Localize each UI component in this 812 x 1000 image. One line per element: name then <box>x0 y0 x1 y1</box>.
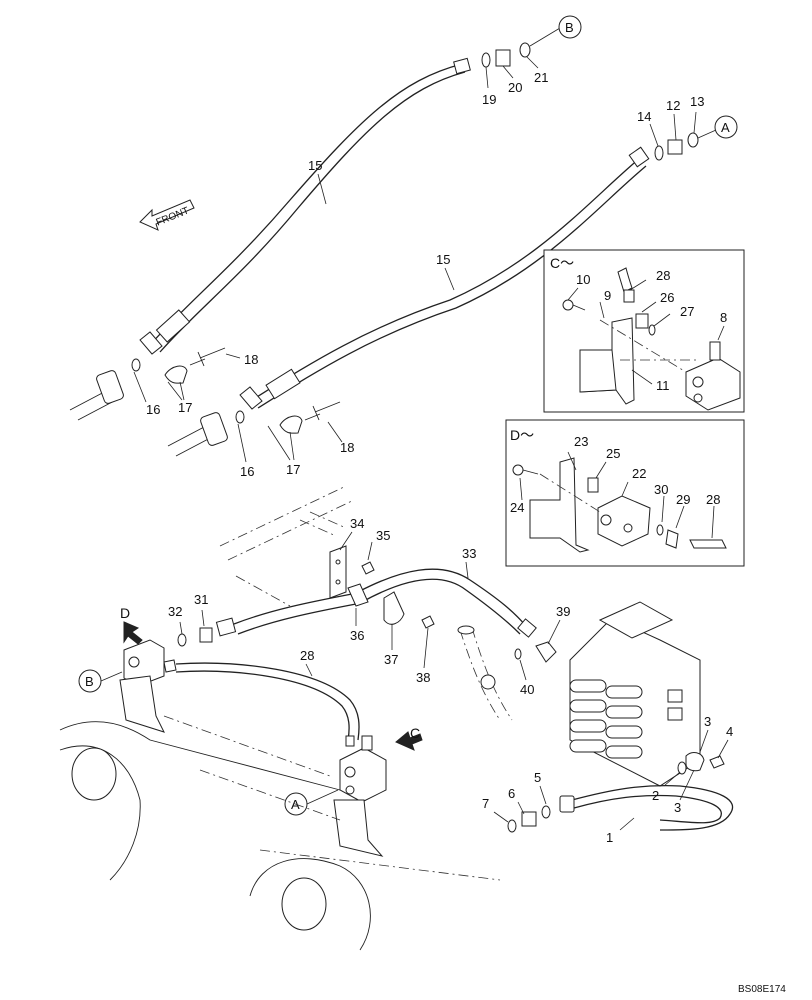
label-35: 35 <box>376 528 390 543</box>
inset-c-label-8: 8 <box>720 310 727 325</box>
label-31: 31 <box>194 592 208 607</box>
inset-d-label-30: 30 <box>654 482 668 497</box>
label-39: 39 <box>556 604 570 619</box>
label-5: 5 <box>534 770 541 785</box>
label-1: 1 <box>606 830 613 845</box>
label-18-lower: 18 <box>340 440 354 455</box>
inset-c-label-11: 11 <box>656 378 670 393</box>
label-16-lower: 16 <box>240 464 254 479</box>
fittings-b-top: B <box>481 15 582 89</box>
fittings-bottom <box>493 729 733 833</box>
inset-d-label-25: 25 <box>606 446 620 461</box>
inset-d-label-28: 28 <box>706 492 720 507</box>
label-36: 36 <box>350 628 364 643</box>
label-19: 19 <box>482 92 496 107</box>
inset-c-label-26: 26 <box>660 290 674 305</box>
label-38: 38 <box>416 670 430 685</box>
inset-c-label-9: 9 <box>604 288 611 303</box>
drawing-code: BS08E174 <box>738 984 786 995</box>
hose-15-lower <box>239 146 650 410</box>
hose-33 <box>357 561 537 638</box>
inset-d-label-22: 22 <box>632 466 646 481</box>
inset-c-label-10: 10 <box>576 272 590 287</box>
hose-28 <box>175 662 360 741</box>
svg-text:B: B <box>85 674 94 689</box>
clamp-37 <box>383 591 435 669</box>
label-13: 13 <box>690 94 704 109</box>
hose-15-upper <box>139 57 471 355</box>
inset-d-title: D～ <box>510 427 534 443</box>
view-letter-c: C <box>410 725 420 741</box>
label-17-lower: 17 <box>286 462 300 477</box>
label-37: 37 <box>384 652 398 667</box>
front-arrow: FRONT <box>139 199 195 231</box>
label-12: 12 <box>666 98 680 113</box>
label-33: 33 <box>462 546 476 561</box>
inset-c-label-27: 27 <box>680 304 694 319</box>
label-16-upper: 16 <box>146 402 160 417</box>
inset-c-title: C～ <box>550 255 574 271</box>
label-6: 6 <box>508 786 515 801</box>
valve-block-d: D B <box>78 605 177 733</box>
svg-text:A: A <box>721 120 730 135</box>
valve-block-c: C A <box>284 725 423 857</box>
inset-d: D～ <box>505 419 745 567</box>
label-34: 34 <box>350 516 364 531</box>
pipe-upper-left <box>69 347 241 421</box>
label-15-lower: 15 <box>436 252 450 267</box>
inset-d-label-24: 24 <box>510 500 524 515</box>
boom-outline <box>59 715 501 951</box>
label-18-upper: 18 <box>244 352 258 367</box>
frame-outline <box>219 485 355 607</box>
svg-text:B: B <box>565 20 574 35</box>
label-3-lower: 3 <box>674 800 681 815</box>
label-3-upper: 3 <box>704 714 711 729</box>
hose-31 <box>177 583 369 647</box>
fittings-39-40 <box>457 619 561 721</box>
label-21: 21 <box>534 70 548 85</box>
pipe-lower-left <box>167 401 343 463</box>
inset-c-label-28: 28 <box>656 268 670 283</box>
label-4: 4 <box>726 724 733 739</box>
bracket-34 <box>329 531 375 599</box>
label-15-upper: 15 <box>308 158 322 173</box>
control-valve-block <box>569 601 701 787</box>
label-2: 2 <box>652 788 659 803</box>
label-17-upper: 17 <box>178 400 192 415</box>
fittings-a-top: A <box>649 111 738 161</box>
view-letter-d: D <box>120 605 130 621</box>
ref-circle-a-top <box>714 115 738 139</box>
inset-d-label-23: 23 <box>574 434 588 449</box>
label-14: 14 <box>637 109 651 124</box>
label-32: 32 <box>168 604 182 619</box>
label-40: 40 <box>520 682 534 697</box>
label-28-mid: 28 <box>300 648 314 663</box>
label-20: 20 <box>508 80 522 95</box>
ref-circle-b-top <box>558 15 582 39</box>
inset-d-label-29: 29 <box>676 492 690 507</box>
label-7: 7 <box>482 796 489 811</box>
inset-c: C～ <box>543 249 745 413</box>
